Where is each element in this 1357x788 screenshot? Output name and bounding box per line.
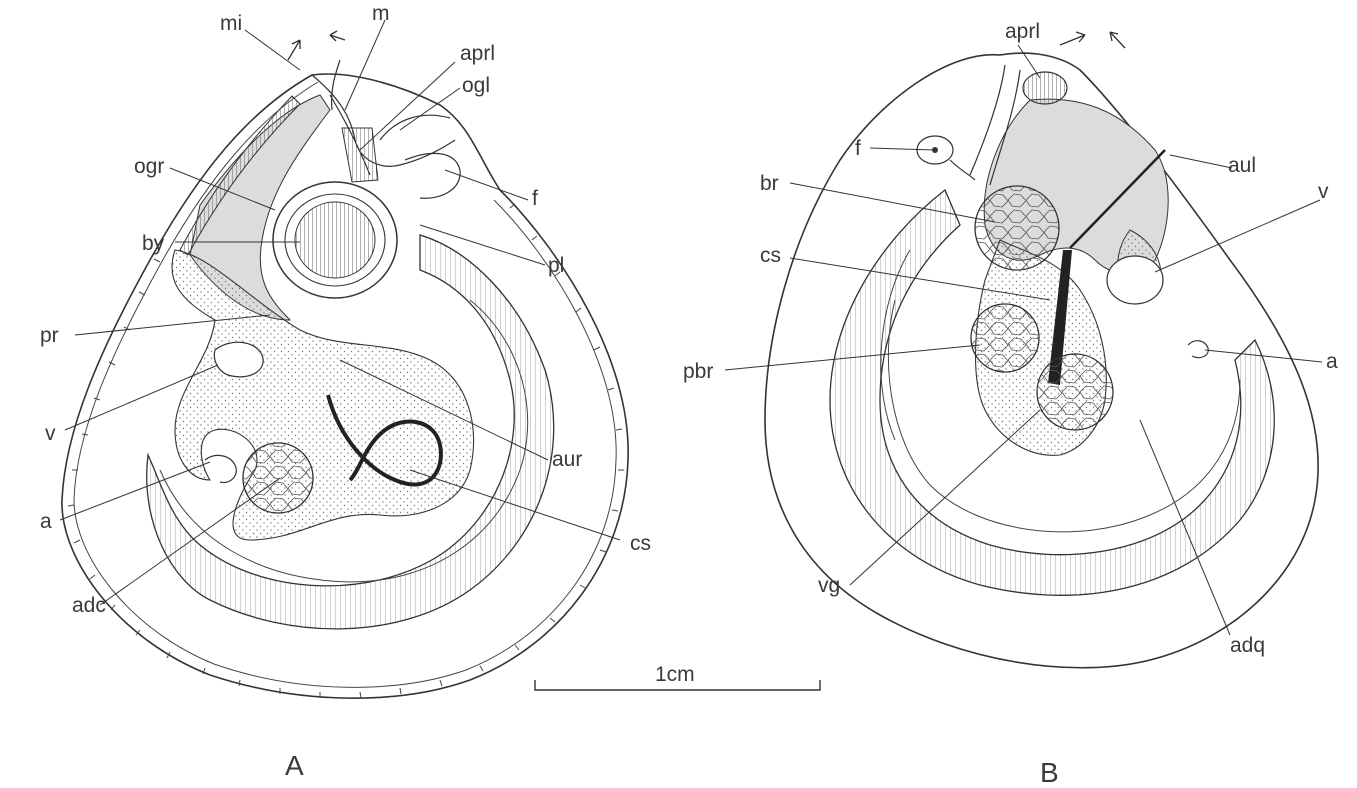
panel-letter-b: B — [1040, 757, 1059, 788]
label-v-a: v — [45, 422, 56, 445]
label-a-a: a — [40, 510, 52, 533]
panel-a: mi m aprl ogl ogr f by pl pr v aur a cs … — [40, 2, 651, 781]
foot-a — [405, 153, 460, 198]
panel-b: aprl f aul br v cs a pbr vg adq B — [683, 20, 1338, 788]
label-f-b: f — [855, 137, 861, 160]
scale-bar: 1cm — [535, 663, 820, 690]
label-adq-b: adq — [1230, 634, 1265, 657]
branchial-br-b — [975, 186, 1059, 270]
label-f-a: f — [532, 187, 538, 210]
label-ogl-a: ogl — [462, 74, 490, 97]
scale-bar-label: 1cm — [655, 663, 695, 686]
label-cs-a: cs — [630, 532, 651, 555]
visceral-mass-a — [172, 250, 474, 540]
byssal-organ-a — [273, 182, 397, 298]
label-ogr-a: ogr — [134, 155, 164, 178]
digestive-gland-b — [1037, 354, 1113, 430]
label-v-b: v — [1318, 180, 1329, 203]
label-cs-b: cs — [760, 244, 781, 267]
labial-palp-a — [342, 128, 378, 182]
current-arrows-b — [1060, 32, 1125, 48]
label-aprl-a: aprl — [460, 42, 495, 65]
label-a-b: a — [1326, 350, 1338, 373]
label-pl-a: pl — [548, 254, 564, 277]
label-br-b: br — [760, 172, 779, 195]
panel-letter-a: A — [285, 750, 304, 781]
ventricle-b — [1107, 256, 1163, 304]
label-adc-a: adc — [72, 594, 106, 617]
label-aul-b: aul — [1228, 154, 1256, 177]
label-aprl-b: aprl — [1005, 20, 1040, 43]
anus-a — [205, 455, 236, 482]
aprl-structure-b — [1023, 72, 1067, 104]
current-arrows-a — [288, 31, 345, 60]
ventricle-a — [214, 342, 263, 377]
label-vg-b: vg — [818, 574, 840, 597]
label-aur-a: aur — [552, 448, 582, 471]
digestive-gland-a — [243, 443, 313, 513]
label-pr-a: pr — [40, 324, 59, 347]
label-pbr-b: pbr — [683, 360, 713, 383]
anus-b — [1188, 341, 1208, 358]
label-mi-a: mi — [220, 12, 242, 35]
label-by-a: by — [142, 232, 165, 255]
branchial-pbr-b — [971, 304, 1039, 372]
label-m-a: m — [372, 2, 390, 25]
anterior-structures-a — [312, 60, 455, 175]
